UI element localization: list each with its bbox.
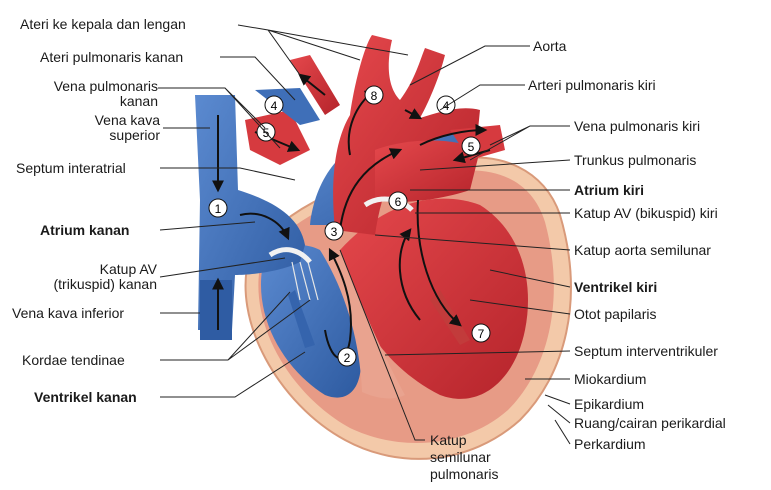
label-katup-semilunar-1: Katup [430,433,467,448]
marker-label-3: 3 [331,225,338,239]
label-katup-semilunar-2: semilunar [430,450,491,465]
marker-1: 1 [209,199,227,217]
marker-5b: 5 [462,137,480,155]
marker-8: 8 [365,86,383,104]
label-atrium-kiri: Atrium kiri [574,183,644,198]
marker-label-4a: 4 [271,99,278,113]
label-perkardium: Perkardium [574,437,646,452]
label-ruang-perikardial: Ruang/cairan perikardial [574,416,726,431]
label-arteri-pulmonaris-kiri: Arteri pulmonaris kiri [528,78,656,93]
label-miokardium: Miokardium [574,372,646,387]
label-epikardium: Epikardium [574,397,644,412]
label-ateri-pulmonaris-kanan: Ateri pulmonaris kanan [40,50,183,65]
marker-label-7: 7 [478,327,485,341]
label-septum-interatrial: Septum interatrial [16,161,126,176]
label-katup-av-kanan-1: Katup AV [10,262,157,277]
label-vena-kava-superior-1: Vena kava [10,113,160,128]
label-vena-kava-superior-2: superior [10,128,160,143]
label-kordae-tendinae: Kordae tendinae [22,353,125,368]
marker-3: 3 [325,222,343,240]
marker-4b: 4 [437,96,455,114]
label-katup-semilunar-3: pulmonaris [430,467,498,482]
label-vena-pulmonaris-kiri: Vena pulmonaris kiri [574,119,700,134]
marker-6: 6 [389,192,407,210]
marker-label-8: 8 [371,89,378,103]
label-katup-aorta: Katup aorta semilunar [574,243,711,258]
marker-4a: 4 [265,96,283,114]
marker-label-6: 6 [395,195,402,209]
label-ventrikel-kanan: Ventrikel kanan [34,390,137,405]
label-vena-pulmonaris-kanan-2: kanan [10,94,158,109]
vena-cava-inferior [200,280,232,340]
label-vena-pulmonaris-kanan-1: Vena pulmonaris [10,79,158,94]
marker-2: 2 [338,348,356,366]
label-katup-av-kanan-2: (trikuspid) kanan [10,277,157,292]
label-otot-papilaris: Otot papilaris [574,307,656,322]
label-atrium-kanan: Atrium kanan [40,223,129,238]
label-aorta: Aorta [533,39,566,54]
marker-label-2: 2 [344,351,351,365]
label-katup-av-kiri: Katup AV (bikuspid) kiri [574,206,718,221]
marker-7: 7 [472,324,490,342]
label-septum-interventrikuler: Septum interventrikuler [574,344,718,359]
label-trunkus-pulmonaris: Trunkus pulmonaris [574,153,696,168]
label-ventrikel-kiri: Ventrikel kiri [574,280,657,295]
label-vena-kava-inferior: Vena kava inferior [12,306,124,321]
marker-label-1: 1 [215,202,222,216]
marker-label-5b: 5 [468,140,475,154]
label-ateri-kepala: Ateri ke kepala dan lengan [20,17,186,32]
